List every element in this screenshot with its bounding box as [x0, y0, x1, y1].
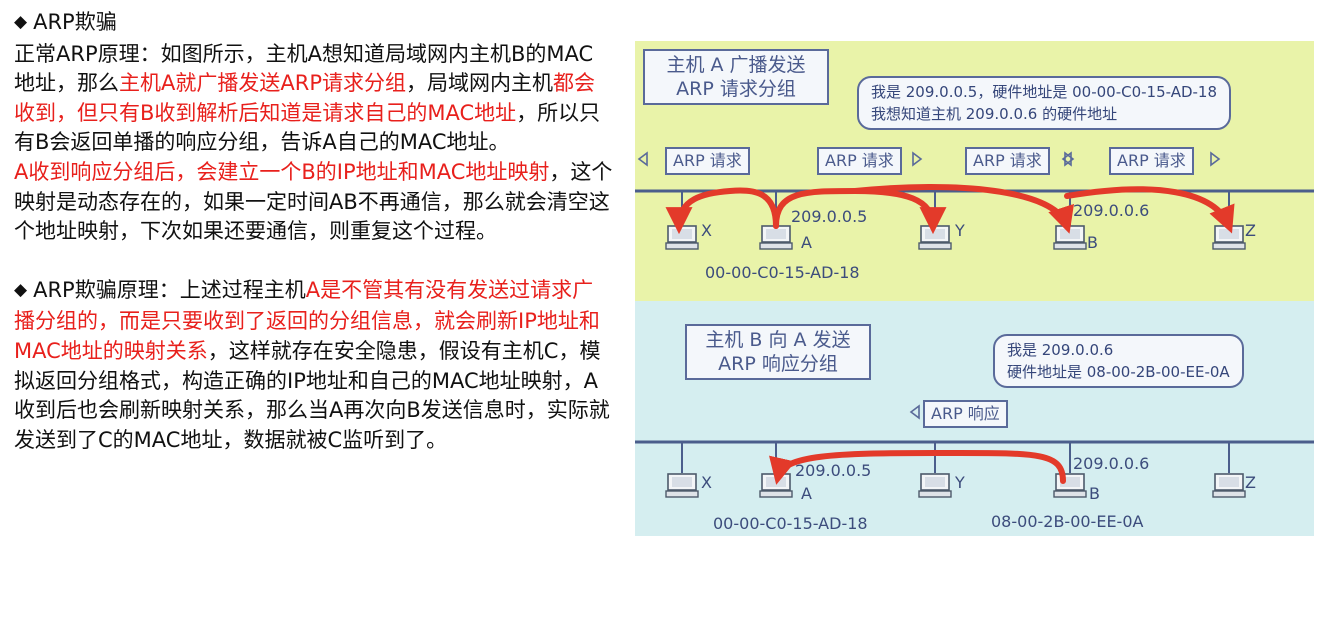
reply-title-line: 主机 B 向 A 发送: [705, 329, 851, 351]
host-label: Y: [955, 473, 965, 492]
paragraph-arp-spoofing: ◆ARP欺骗原理：上述过程主机A是不管其有没有发送过请求广播分组的，而是只要收到…: [14, 276, 614, 456]
arp-request-packet: ARP 请求: [965, 147, 1050, 175]
computer-icon: [1053, 225, 1087, 250]
ip-address-a: 209.0.0.5: [791, 207, 868, 226]
paragraph-normal-arp: 正常ARP原理：如图所示，主机A想知道局域网内主机B的MAC地址，那么主机A就广…: [14, 40, 614, 158]
host-label: Z: [1245, 221, 1256, 240]
reply-title-line: ARP 响应分组: [718, 353, 838, 375]
network-drawing: [635, 151, 1314, 498]
ip-address-a: 209.0.0.5: [795, 461, 872, 480]
computer-icon: [665, 225, 699, 250]
diamond-bullet-icon: ◆: [14, 279, 28, 300]
host-label: B: [1089, 484, 1100, 503]
mac-address-a: 00-00-C0-15-AD-18: [705, 263, 860, 282]
p3-seg: A是不管其有没有发送过请求广播分组的，而是只要收到了返回的分组信息，就会刷新IP…: [14, 277, 600, 363]
reply-callout-line: 硬件地址是 08-00-2B-00-EE-0A: [1007, 363, 1230, 381]
p2-seg: A收到响应分组后，会建立一个B的IP地址和MAC地址映射: [14, 159, 550, 184]
host-label: X: [701, 473, 712, 492]
computer-icon: [759, 225, 793, 250]
p1-seg: 都会收到，但只有B收到解析后知道是请求自己的MAC地址: [14, 71, 595, 125]
spacer: [14, 247, 614, 276]
broadcast-title-line: ARP 请求分组: [676, 78, 796, 100]
diamond-bullet-icon: ◆: [14, 12, 28, 32]
request-callout: 我是 209.0.0.5，硬件地址是 00-00-C0-15-AD-18 我想知…: [857, 76, 1232, 130]
reply-callout: 我是 209.0.0.6 硬件地址是 08-00-2B-00-EE-0A: [993, 334, 1244, 388]
host-label: A: [801, 484, 812, 503]
packet-label: ARP 请求: [825, 151, 894, 170]
reply-arrow: [769, 449, 1066, 485]
p1-seg: 主机A就广播发送ARP请求分组: [119, 71, 406, 96]
heading-text: ARP欺骗: [33, 10, 117, 34]
host-label: B: [1087, 233, 1098, 252]
packet-label: ARP 响应: [931, 404, 1000, 423]
packet-arrows: [637, 151, 1221, 420]
arp-request-packet: ARP 请求: [665, 147, 750, 175]
packet-label: ARP 请求: [673, 151, 742, 170]
computer-icon: [1212, 225, 1246, 250]
computer-icon: [918, 473, 952, 498]
mac-address-a: 00-00-C0-15-AD-18: [713, 514, 868, 533]
bottom-bus: [635, 440, 1314, 473]
host-label: X: [701, 221, 712, 240]
paragraph-mapping: A收到响应分组后，会建立一个B的IP地址和MAC地址映射，这个映射是动态存在的，…: [14, 158, 614, 247]
arp-reply-packet: ARP 响应: [923, 400, 1008, 428]
p1-seg: 正常ARP原理：如图所示，主机A想知道局域网内主机B的MAC地址，那么: [14, 41, 594, 96]
packet-label: ARP 请求: [1117, 151, 1186, 170]
heading: ◆ARP欺骗: [14, 8, 614, 40]
computer-icon: [1053, 473, 1087, 498]
arp-request-packet: ARP 请求: [817, 147, 902, 175]
ip-address-b: 209.0.0.6: [1073, 201, 1150, 220]
reply-title-box: 主机 B 向 A 发送 ARP 响应分组: [685, 324, 871, 380]
reply-callout-line: 我是 209.0.0.6: [1007, 341, 1114, 359]
p1-seg: ，所以只有B会返回单播的响应分组，告诉A自己的MAC地址。: [14, 100, 601, 155]
mac-address-b: 08-00-2B-00-EE-0A: [991, 512, 1144, 531]
ip-address-b: 209.0.0.6: [1073, 454, 1150, 473]
host-label: A: [801, 233, 812, 252]
broadcast-title-box: 主机 A 广播发送 ARP 请求分组: [643, 49, 829, 105]
arp-diagram: 主机 A 广播发送 ARP 请求分组 我是 209.0.0.5，硬件地址是 00…: [635, 41, 1314, 536]
text-column: ◆ARP欺骗 正常ARP原理：如图所示，主机A想知道局域网内主机B的MAC地址，…: [14, 8, 614, 455]
host-label: Y: [955, 221, 965, 240]
arp-request-packet: ARP 请求: [1109, 147, 1194, 175]
p3-seg: ARP欺骗原理：上述过程主机: [33, 277, 306, 302]
p1-seg: ，局域网内主机: [406, 71, 553, 96]
packet-label: ARP 请求: [973, 151, 1042, 170]
request-callout-line: 我想知道主机 209.0.0.6 的硬件地址: [871, 105, 1118, 123]
computer-icon: [665, 473, 699, 498]
request-callout-line: 我是 209.0.0.5，硬件地址是 00-00-C0-15-AD-18: [871, 83, 1218, 101]
computer-icon: [1212, 473, 1246, 498]
p2-seg: ，这个映射是动态存在的，如果一定时间AB不再通信，那么就会清空这个地址映射，下次…: [14, 159, 613, 244]
computer-icon: [918, 225, 952, 250]
host-label: Z: [1245, 473, 1256, 492]
broadcast-title-line: 主机 A 广播发送: [666, 54, 806, 76]
p3-seg: ，这样就存在安全隐患，假设有主机C，模拟返回分组格式，构造正确的IP地址和自己的…: [14, 338, 610, 452]
broadcast-arrows: [665, 184, 1235, 235]
